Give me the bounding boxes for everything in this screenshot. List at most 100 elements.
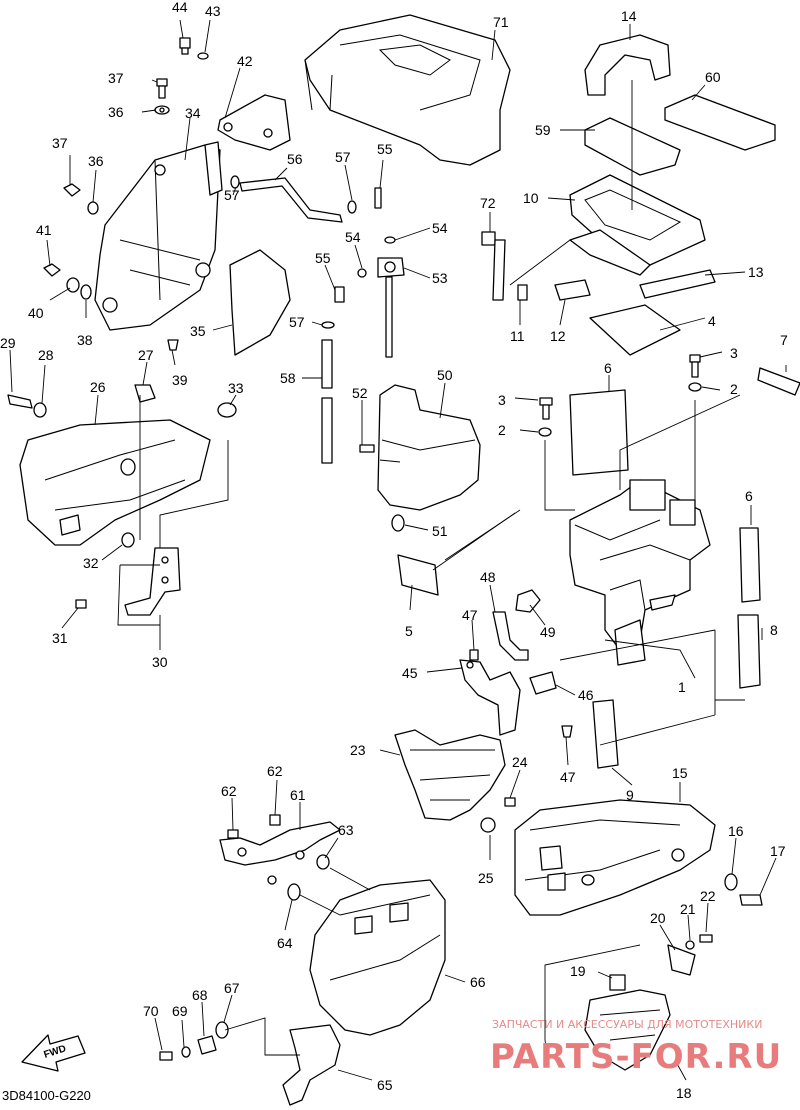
callout-21: 21 <box>680 901 696 917</box>
callout-55a: 55 <box>377 141 393 157</box>
callout-52: 52 <box>352 385 368 401</box>
callout-43: 43 <box>205 3 221 19</box>
callout-42: 42 <box>237 53 253 69</box>
bracket-30 <box>124 547 181 616</box>
side-cover-15 <box>480 799 716 916</box>
battery-box-1 <box>569 479 711 666</box>
bracket-34 <box>94 141 223 331</box>
callout-31: 31 <box>52 630 68 646</box>
callout-16: 16 <box>728 823 744 839</box>
callout-30: 30 <box>152 654 168 670</box>
callout-32: 32 <box>83 555 99 571</box>
watermark-tagline: ЗАПЧАСТИ И АКСЕССУАРЫ ДЛЯ МОТОТЕХНИКИ <box>492 1018 762 1031</box>
callout-48: 48 <box>480 569 496 585</box>
callout-14: 14 <box>621 8 637 24</box>
callout-23: 23 <box>350 742 366 758</box>
callout-54b: 54 <box>345 229 361 245</box>
callout-numbers: 44 43 42 37 36 34 37 36 41 40 38 35 39 2… <box>0 0 788 1101</box>
callout-25: 25 <box>478 870 494 886</box>
callout-28: 28 <box>38 347 54 363</box>
callout-13: 13 <box>748 264 764 280</box>
valve-53 <box>357 187 405 358</box>
leader-lines-center <box>232 29 516 611</box>
callout-62a: 62 <box>221 783 237 799</box>
fwd-arrow-icon: FWD <box>21 1034 86 1072</box>
tray-10 <box>569 174 706 276</box>
leader-lines-top-right <box>489 24 746 331</box>
callout-65: 65 <box>377 1077 393 1093</box>
pad-59 <box>584 117 681 176</box>
callout-3a: 3 <box>730 345 738 361</box>
side-cover-35 <box>229 249 291 356</box>
tail-cover-71 <box>304 14 511 166</box>
callout-35: 35 <box>190 323 206 339</box>
callout-37b: 37 <box>52 135 68 151</box>
reservoir-50 <box>359 384 481 596</box>
callout-47a: 47 <box>462 607 478 623</box>
cover-42 <box>217 94 291 151</box>
callout-1: 1 <box>678 679 686 695</box>
callout-33: 33 <box>228 380 244 396</box>
pad-60 <box>664 94 776 151</box>
bracket-61 <box>219 821 341 885</box>
callout-68: 68 <box>192 987 208 1003</box>
callout-34: 34 <box>185 105 201 121</box>
callout-41: 41 <box>36 222 52 238</box>
callout-29: 29 <box>0 335 16 351</box>
callout-20: 20 <box>650 910 666 926</box>
callout-72: 72 <box>480 195 496 211</box>
callout-3b: 3 <box>498 392 506 408</box>
bolts-top-left <box>43 37 209 351</box>
callout-67: 67 <box>224 980 240 996</box>
bracket-65 <box>282 1024 341 1106</box>
callout-62b: 62 <box>267 763 283 779</box>
callout-12: 12 <box>550 328 566 344</box>
leader-lines-bottom-center <box>154 779 466 1081</box>
callout-18: 18 <box>676 1085 692 1101</box>
callout-57a: 57 <box>335 149 351 165</box>
callout-7: 7 <box>780 332 788 348</box>
leader-lines-right-mid <box>444 351 787 786</box>
callout-56: 56 <box>287 151 303 167</box>
callout-45: 45 <box>402 665 418 681</box>
small-parts-bottom-right <box>584 873 763 1071</box>
callout-22: 22 <box>700 888 716 904</box>
callout-57c: 57 <box>289 314 305 330</box>
callout-60: 60 <box>705 69 721 85</box>
callout-44: 44 <box>172 0 188 15</box>
watermark-logo: PARTS-FOR.RU <box>490 1037 782 1077</box>
leader-lines-left-lower <box>9 349 237 650</box>
leader-lines-left <box>46 19 241 366</box>
hose-56 <box>230 175 357 223</box>
leader-lines-bottom-right <box>544 782 777 1081</box>
callout-26: 26 <box>90 379 106 395</box>
callout-8: 8 <box>770 622 778 638</box>
callout-63: 63 <box>338 822 354 838</box>
pads-right <box>569 367 800 769</box>
callout-11: 11 <box>510 328 525 344</box>
callout-5: 5 <box>405 623 413 639</box>
callout-70: 70 <box>143 1003 159 1019</box>
bracket-45 <box>459 649 573 738</box>
pipe-58 <box>321 286 345 464</box>
callout-50: 50 <box>437 367 453 383</box>
bracket-23 <box>394 729 516 821</box>
callout-40: 40 <box>28 305 44 321</box>
callout-47b: 47 <box>560 769 576 785</box>
callout-71: 71 <box>493 14 509 30</box>
callout-37a: 37 <box>108 70 124 86</box>
callout-57b: 57 <box>224 187 240 203</box>
callout-17: 17 <box>770 843 786 859</box>
callout-15: 15 <box>672 765 688 781</box>
callout-59: 59 <box>535 122 551 138</box>
callout-66: 66 <box>470 974 486 990</box>
callout-58: 58 <box>280 370 296 386</box>
leader-lines-center-mid <box>379 584 576 860</box>
callout-27: 27 <box>138 347 154 363</box>
diagram-code: 3D84100-G220 <box>2 1088 91 1103</box>
callout-2b: 2 <box>498 422 506 438</box>
strap-14 <box>584 34 671 96</box>
callout-69: 69 <box>172 1003 188 1019</box>
callout-39: 39 <box>172 372 188 388</box>
